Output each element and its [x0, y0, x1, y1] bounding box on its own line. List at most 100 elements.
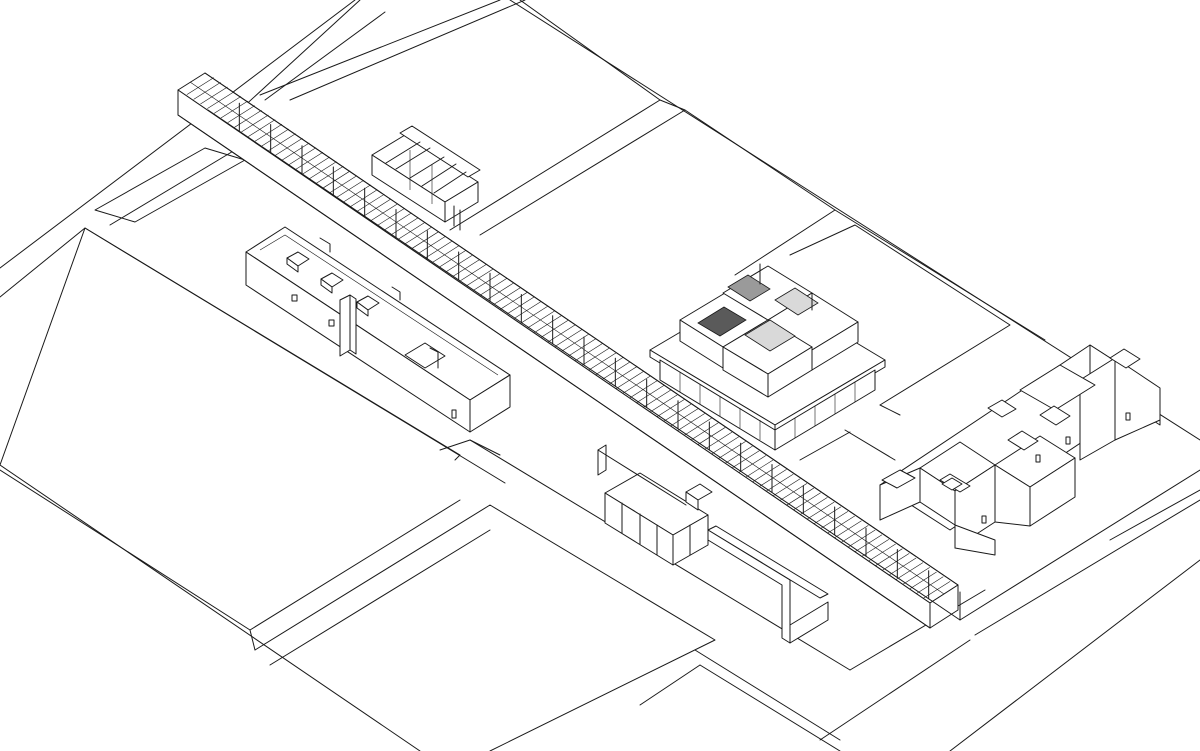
pergola-slat: [213, 96, 242, 114]
pergola-slat: [541, 319, 569, 338]
pergola-slat: [500, 291, 528, 310]
pergola-slat: [909, 571, 937, 590]
pergola-slat: [316, 166, 344, 184]
pergola-slat: [418, 235, 446, 254]
glass-pavilion: [604, 472, 709, 566]
pergola-slat: [629, 380, 658, 399]
pergola-slat: [738, 455, 767, 473]
pergola-slat: [691, 422, 719, 441]
pergola-slat: [357, 194, 385, 212]
pergola-slat: [670, 408, 699, 427]
pergola-slat: [807, 501, 835, 520]
pergola-slat: [725, 445, 753, 464]
pergola-slat: [295, 152, 324, 170]
pergola-slat: [473, 273, 501, 291]
courtyard-house-complex: [879, 344, 1161, 556]
pergola-slat: [575, 343, 603, 361]
pergola-slat: [302, 156, 330, 175]
pergola-slat: [854, 534, 883, 552]
pergola-slat: [241, 114, 269, 133]
pergola-walkway: [177, 72, 961, 629]
pergola-slat: [752, 464, 780, 482]
pergola-slat: [698, 427, 726, 445]
pergola-slat: [895, 562, 924, 580]
pergola-slat: [425, 240, 453, 259]
pergola-slat: [254, 124, 283, 142]
pergola-slat: [438, 249, 467, 268]
pergola-slat: [384, 212, 412, 231]
pergola-slat: [745, 459, 774, 478]
pergola-slat: [623, 375, 651, 394]
pergola-slat: [684, 417, 712, 436]
pergola-slat: [200, 86, 228, 105]
pergola-slat: [329, 175, 358, 193]
pergola-slat: [275, 138, 303, 156]
pergola-slat: [875, 548, 903, 566]
pergola-slat: [445, 254, 474, 273]
pergola-slat: [773, 478, 801, 496]
pergola-slat: [336, 180, 364, 198]
pergola-slat: [779, 483, 808, 501]
pergola-slat: [309, 161, 337, 179]
pergola-slat: [466, 268, 494, 287]
long-pavilion: [245, 226, 511, 433]
pergola-slat: [923, 581, 951, 599]
pergola-slat: [834, 520, 862, 538]
pergola-slat: [888, 557, 917, 576]
pergola-slat: [527, 310, 555, 329]
pergola-slat: [479, 277, 508, 296]
pergola-slat: [268, 133, 296, 151]
pergola-slat: [459, 263, 487, 282]
pergola-slat: [486, 282, 514, 301]
pergola-slat: [813, 506, 842, 524]
pergola-slat: [759, 469, 787, 487]
pergola-slat: [404, 226, 433, 245]
pergola-slat: [588, 352, 617, 371]
pergola-slat: [602, 361, 630, 380]
low-wall: [597, 444, 829, 644]
pergola-slat: [711, 436, 739, 455]
pergola-slat: [800, 497, 828, 515]
pergola-slat: [786, 487, 814, 506]
pergola-slat: [827, 515, 855, 534]
pergola-slat: [452, 259, 480, 277]
pergola-slat: [882, 553, 910, 571]
pergola-slat: [609, 366, 637, 385]
pergola-slat: [616, 371, 644, 389]
pergola-slat: [248, 119, 276, 137]
pergola-slat: [841, 525, 869, 543]
pergola-slat: [848, 529, 876, 548]
pergola-slat: [377, 207, 405, 226]
small-tower-block: [371, 125, 481, 231]
pergola-slat: [650, 394, 678, 413]
pergola-slat: [554, 329, 583, 347]
pergola-slat: [288, 147, 317, 165]
pergola-slat: [534, 315, 562, 333]
pergola-slat: [507, 296, 535, 315]
pergola-slat: [902, 567, 930, 585]
pergola-slat: [916, 576, 944, 594]
pergola-slat: [432, 245, 460, 263]
pergola-slat: [227, 105, 255, 123]
pergola-slat: [582, 347, 610, 366]
pergola-posts: [238, 102, 961, 621]
pergola-slat: [350, 189, 378, 207]
pergola-slat: [793, 492, 821, 510]
pergola-slat: [398, 221, 426, 240]
pergola-slat: [186, 77, 214, 95]
pergola-slat: [261, 128, 289, 147]
pergola-slats: [186, 77, 951, 599]
pergola-slat: [323, 170, 351, 189]
pergola-slat: [207, 91, 235, 109]
pergola-slat: [363, 198, 392, 217]
pergola-slat: [643, 389, 671, 408]
pergola-slat: [732, 450, 760, 469]
pergola-slat: [868, 543, 896, 562]
pergola-slat: [370, 203, 399, 221]
central-roof-building: [649, 263, 886, 451]
pergola-slat: [513, 301, 542, 319]
pergola-slat: [657, 399, 685, 417]
pergola-slat: [520, 305, 549, 324]
pergola-slat: [220, 100, 249, 119]
